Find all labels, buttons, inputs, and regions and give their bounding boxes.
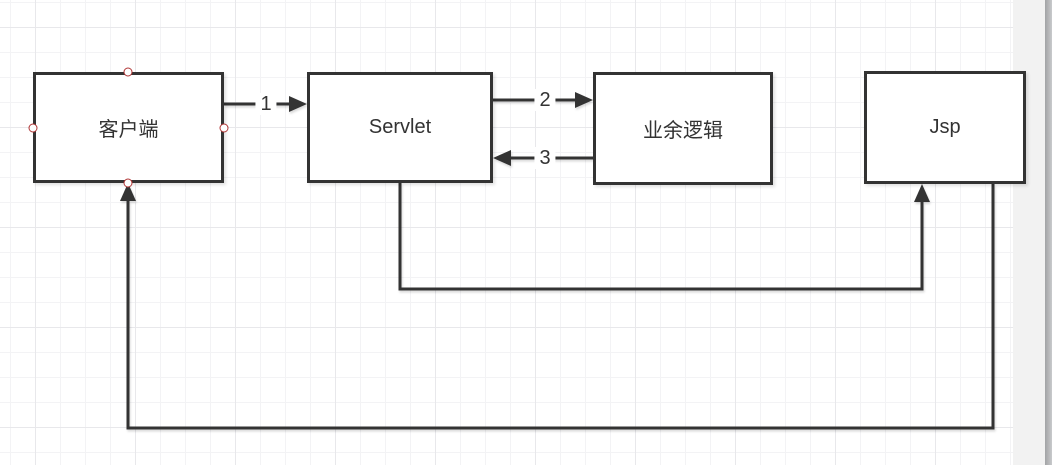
arrowhead-right-icon [289, 96, 307, 112]
node-business-logic-label: 业余逻辑 [643, 120, 723, 142]
node-jsp[interactable]: Jsp [864, 71, 1026, 184]
connection-point-bottom-icon[interactable] [123, 178, 133, 188]
edge-label-1[interactable]: 1 [255, 93, 277, 115]
arrowhead-up-icon [120, 183, 136, 201]
node-client[interactable]: 客户端 [33, 72, 224, 183]
edge-servlet-jsp[interactable] [398, 183, 930, 291]
node-jsp-label: Jsp [929, 116, 961, 138]
node-servlet[interactable]: Servlet [307, 72, 493, 183]
edge-jsp-client[interactable] [120, 183, 995, 430]
connection-point-right-icon[interactable] [219, 123, 229, 133]
arrowhead-right-icon [575, 92, 593, 108]
edge-label-3[interactable]: 3 [534, 147, 556, 169]
vertical-scrollbar[interactable] [1045, 0, 1052, 465]
arrowhead-left-icon [493, 150, 511, 166]
node-client-label: 客户端 [98, 119, 159, 141]
node-business-logic[interactable]: 业余逻辑 [593, 72, 773, 185]
connection-point-left-icon[interactable] [28, 123, 38, 133]
connection-point-top-icon[interactable] [123, 67, 133, 77]
edge-label-2[interactable]: 2 [534, 89, 556, 111]
arrowhead-up-icon [914, 184, 930, 202]
node-servlet-label: Servlet [368, 116, 432, 138]
